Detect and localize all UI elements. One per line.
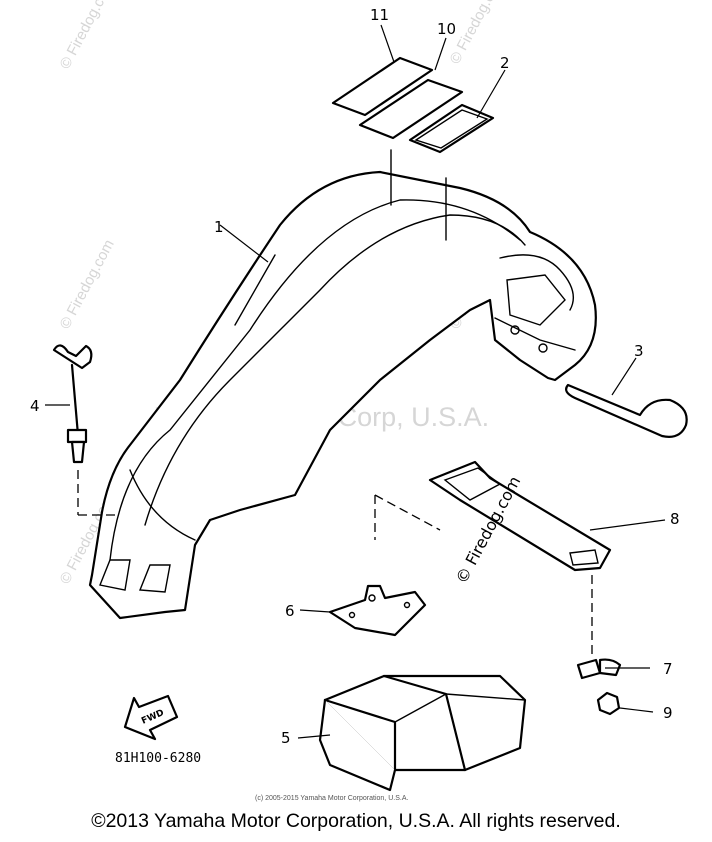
fender-part [88, 149, 597, 620]
callout-10: 10 [437, 20, 456, 38]
plate-part [328, 584, 427, 637]
callout-7: 7 [663, 660, 673, 678]
callout-9: 9 [663, 704, 673, 722]
bracket-part [374, 460, 612, 655]
pin-part [565, 383, 688, 438]
copyright-footer: ©2013 Yamaha Motor Corporation, U.S.A. A… [91, 810, 621, 832]
sticker-10 [358, 78, 464, 140]
callout-5: 5 [281, 729, 291, 747]
case-part [318, 674, 527, 792]
callout-1: 1 [214, 218, 224, 236]
sticker-parts [331, 56, 495, 154]
callout-8: 8 [670, 510, 680, 528]
callout-4: 4 [30, 397, 40, 415]
fwd-arrow: FWD [123, 694, 179, 741]
watermark-firedog-3: © Firedog.com [57, 237, 118, 332]
callout-numbers: 1 2 3 4 5 6 7 8 9 10 11 [30, 6, 680, 747]
nut-part [596, 691, 621, 716]
callout-6: 6 [285, 602, 295, 620]
leader-lines [45, 24, 666, 739]
wing-bolt-part [52, 344, 118, 516]
part-code: 81H100-6280 [115, 751, 201, 766]
callout-11: 11 [370, 6, 389, 24]
watermark-firedog-1: © Firedog.com [57, 0, 118, 72]
callout-2: 2 [500, 54, 510, 72]
fine-print: (c) 2005-2015 Yamaha Motor Corporation, … [255, 795, 408, 802]
sticker-11 [331, 56, 434, 117]
callout-3: 3 [634, 342, 644, 360]
clip-part [576, 658, 622, 680]
sticker-2 [408, 103, 495, 154]
